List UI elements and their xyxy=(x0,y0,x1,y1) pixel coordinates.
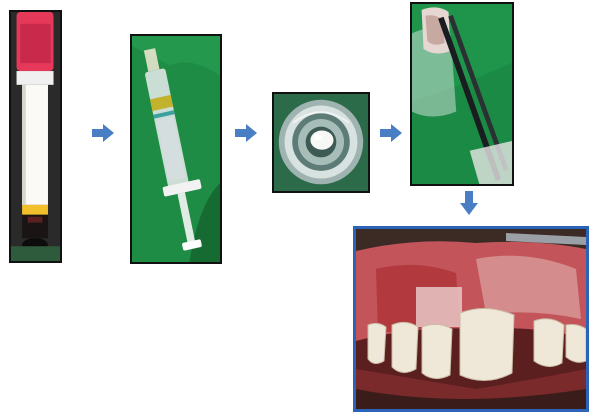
membrane-in-tweezers-photo xyxy=(410,2,514,186)
down-arrow-icon xyxy=(460,191,478,215)
intraoral-graft-placement-photo xyxy=(353,226,589,412)
right-arrow-icon xyxy=(235,124,257,142)
syringe-with-concentrate-photo xyxy=(130,34,222,264)
right-arrow-icon xyxy=(92,124,114,142)
medicament-cup-top-view-photo xyxy=(272,92,370,193)
right-arrow-icon xyxy=(380,124,402,142)
blood-collection-tube-photo xyxy=(9,10,62,263)
